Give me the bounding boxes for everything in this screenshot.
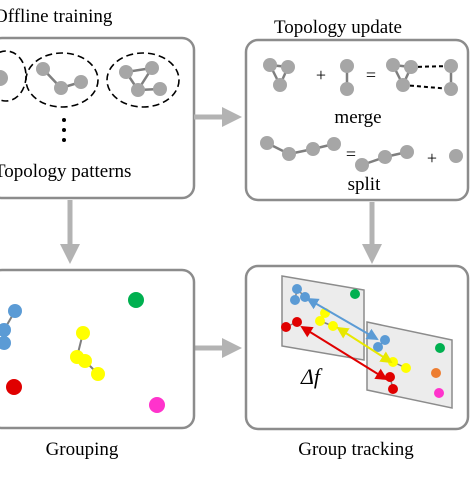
panel-grouping (0, 268, 196, 430)
node-green (435, 343, 445, 353)
pattern-node (145, 61, 159, 75)
split-node (378, 150, 392, 164)
node-red (292, 317, 302, 327)
merge-new-link (402, 84, 452, 90)
merge-node (340, 59, 354, 73)
node-yellow (328, 321, 338, 331)
title-topology-update: Topology update (274, 17, 402, 38)
node-magenta (434, 388, 444, 398)
node-orange (431, 368, 441, 378)
merge-label: merge (334, 107, 381, 128)
node-blue (292, 284, 302, 294)
node-green (350, 289, 360, 299)
split-node (306, 142, 320, 156)
node-red (281, 322, 291, 332)
node-yellow (78, 354, 92, 368)
equals-sign: = (346, 144, 356, 164)
merge-node (273, 78, 287, 92)
topology-patterns-label: Topology patterns (0, 161, 131, 182)
pattern-node (119, 65, 133, 79)
plus-sign: + (427, 148, 437, 168)
merge-node (444, 59, 458, 73)
delta-f-label: Δf (300, 364, 323, 389)
node-yellow (401, 363, 411, 373)
ellipsis-dot (62, 128, 66, 132)
pattern-node (0, 70, 8, 86)
pattern-node (153, 82, 167, 96)
node-blue (290, 295, 300, 305)
equals-sign: = (366, 65, 376, 85)
ellipsis-dot (62, 138, 66, 142)
node-red (6, 379, 22, 395)
merge-node (404, 60, 418, 74)
title-grouping: Grouping (46, 439, 119, 460)
merge-node (444, 82, 458, 96)
node-blue (8, 304, 22, 318)
pattern-node (131, 83, 145, 97)
plus-sign: + (316, 65, 326, 85)
node-yellow (315, 316, 325, 326)
pattern-ellipse-2 (25, 52, 99, 108)
merge-node (386, 58, 400, 72)
split-node (449, 149, 463, 163)
merge-node (396, 78, 410, 92)
split-node (327, 137, 341, 151)
node-blue (0, 323, 11, 337)
association-arrow-red (300, 325, 388, 381)
pattern-node (36, 62, 50, 76)
split-node (282, 147, 296, 161)
split-node (355, 158, 369, 172)
panel-topology-update (244, 38, 470, 202)
node-red (388, 384, 398, 394)
ellipsis-dot (62, 118, 66, 122)
split-node (400, 145, 414, 159)
node-red (385, 372, 395, 382)
title-offline-training: Offline training (0, 6, 113, 27)
node-blue (300, 292, 310, 302)
pattern-node (74, 75, 88, 89)
node-yellow (76, 326, 90, 340)
pattern-ellipse-3 (106, 52, 180, 108)
node-yellow (91, 367, 105, 381)
title-group-tracking: Group tracking (298, 439, 414, 460)
node-blue (0, 336, 11, 350)
split-node (260, 136, 274, 150)
pattern-node (54, 81, 68, 95)
split-label: split (348, 174, 381, 195)
merge-node (340, 82, 354, 96)
merge-node (281, 60, 295, 74)
node-green (128, 292, 144, 308)
node-magenta (149, 397, 165, 413)
merge-node (263, 58, 277, 72)
